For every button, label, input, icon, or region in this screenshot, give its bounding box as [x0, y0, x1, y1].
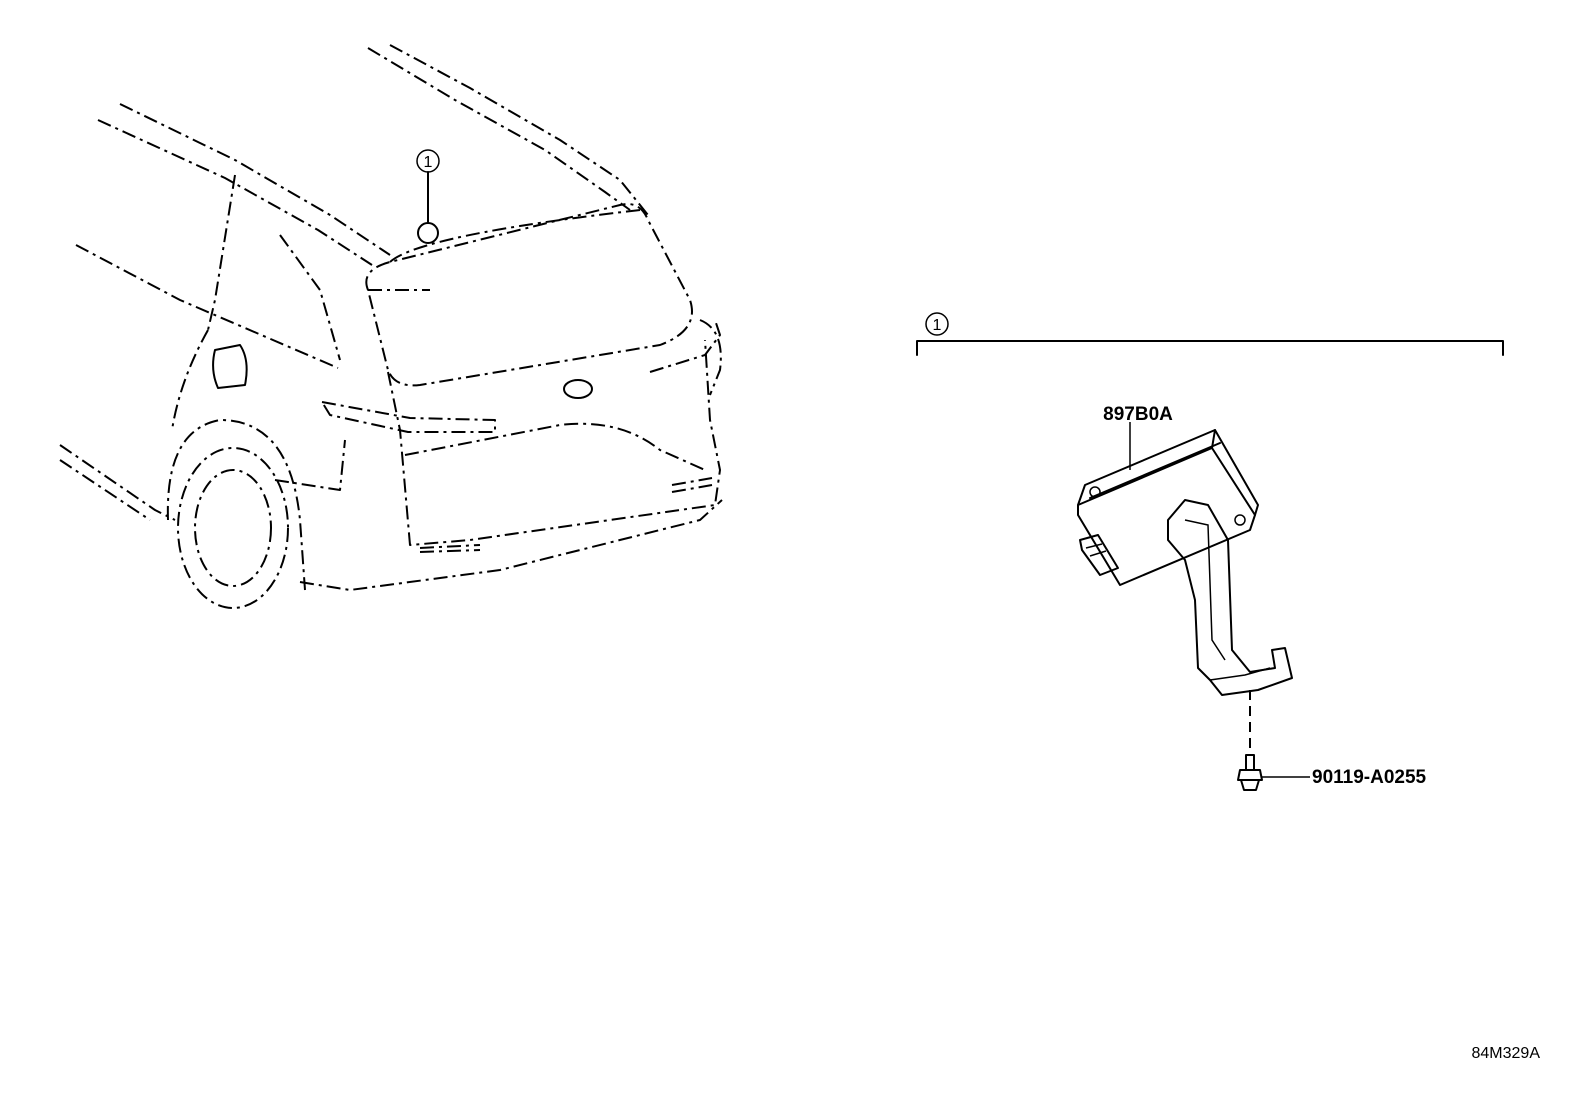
part-number-label: 90119-A0255 — [1312, 767, 1427, 788]
part-number-label: 897B0A — [1103, 404, 1173, 425]
callout-bubble: 1 — [416, 149, 440, 173]
svg-text:1: 1 — [424, 154, 433, 171]
control-module-illustration — [1077, 429, 1293, 696]
drawing-code: 84M329A — [1472, 1045, 1541, 1062]
part-group-bracket — [916, 340, 1504, 356]
svg-text:1: 1 — [933, 317, 942, 334]
vehicle-rear-illustration — [59, 44, 723, 609]
sensor-location-marker — [417, 222, 439, 244]
callout-bubble: 1 — [925, 312, 949, 336]
bolt-illustration — [1237, 754, 1263, 791]
